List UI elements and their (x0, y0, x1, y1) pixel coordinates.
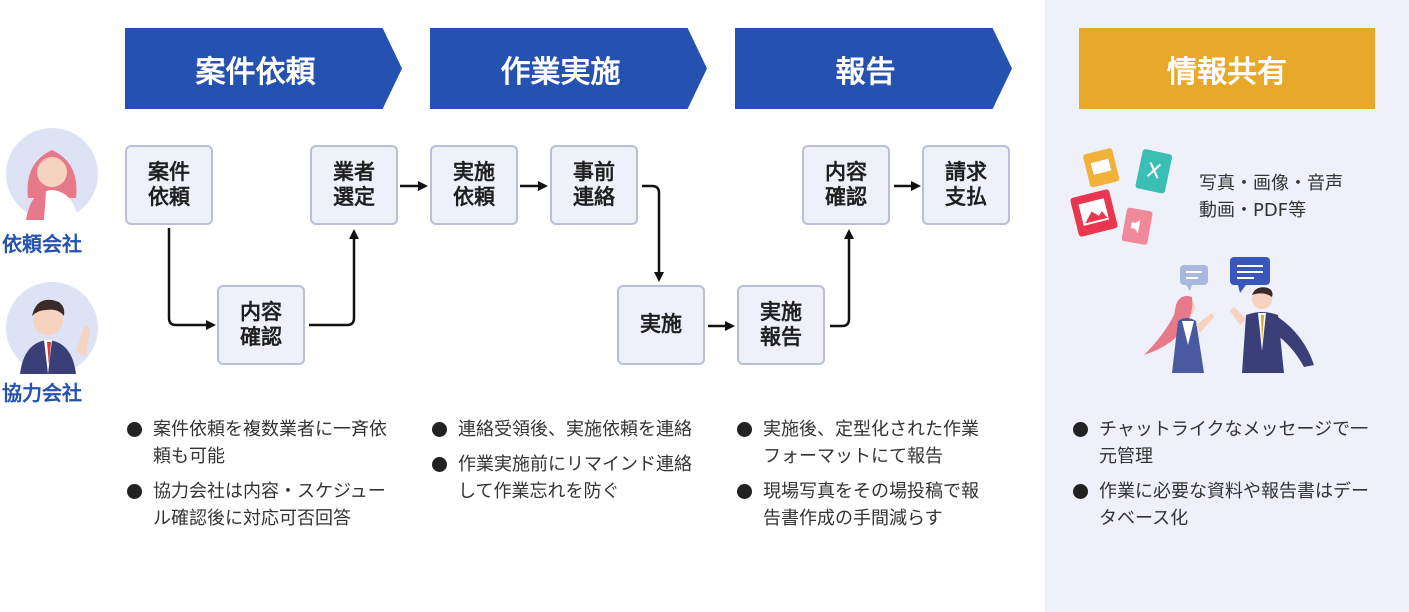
note-item: 連絡受領後、実施依頼を連絡 (432, 416, 694, 443)
box-execute-report: 実施 報告 (737, 285, 825, 365)
media-types-text: 写真・画像・音声 動画・PDF等 (1199, 173, 1343, 221)
box-vendor-select: 業者 選定 (310, 145, 398, 225)
notes-report: 実施後、定型化された作業フォーマットにて報告 現場写真をその場投稿で報告書作成の… (737, 416, 982, 540)
man-avatar-icon (6, 282, 98, 374)
note-item: 現場写真をその場投稿で報告書作成の手間減らす (737, 478, 982, 532)
notes-request: 案件依頼を複数業者に一斉依頼も可能 協力会社は内容・スケジュール確認後に対応可否… (127, 416, 389, 540)
box-case-request: 案件 依頼 (125, 145, 213, 225)
note-item: 協力会社は内容・スケジュール確認後に対応可否回答 (127, 478, 389, 532)
box-execute: 実施 (617, 285, 705, 365)
role-partner-label: 協力会社 (2, 381, 82, 405)
arrow-request-to-confirm (167, 228, 216, 330)
stage-request-label: 案件依頼 (195, 54, 316, 90)
box-advance-contact: 事前 連絡 (550, 145, 638, 225)
stage-report: 報告 (735, 28, 1012, 109)
stage-execution-label: 作業実施 (500, 54, 621, 90)
stage-execution: 作業実施 (430, 28, 707, 109)
note-item: 実施後、定型化された作業フォーマットにて報告 (737, 416, 982, 470)
stage-report-label: 報告 (835, 54, 896, 90)
stage-info-share: 情報共有 (1079, 28, 1375, 109)
arrow-report-to-confirm (830, 229, 854, 328)
stage-info-share-label: 情報共有 (1167, 54, 1287, 90)
arrow-confirm-to-select (309, 229, 359, 327)
woman-avatar-icon (6, 128, 98, 220)
notes-execution: 連絡受領後、実施依頼を連絡 作業実施前にリマインド連絡して作業忘れを防ぐ (432, 416, 694, 513)
note-item: 作業実施前にリマインド連絡して作業忘れを防ぐ (432, 451, 694, 505)
role-client-label: 依頼会社 (2, 232, 82, 256)
box-billing: 請求 支払 (922, 145, 1010, 225)
media-files-icon (1070, 148, 1172, 245)
note-item: 案件依頼を複数業者に一斉依頼も可能 (127, 416, 389, 470)
arrow-contact-to-execute (642, 184, 664, 282)
box-content-confirm-partner: 内容 確認 (217, 285, 305, 365)
notes-info-share: チャットライクなメッセージで一元管理 作業に必要な資料や報告書はデータベース化 (1073, 416, 1373, 540)
stage-request: 案件依頼 (125, 28, 402, 109)
chat-people-icon (1144, 257, 1314, 373)
box-execute-request: 実施 依頼 (430, 145, 518, 225)
note-item: 作業に必要な資料や報告書はデータベース化 (1073, 478, 1373, 532)
note-item: チャットライクなメッセージで一元管理 (1073, 416, 1373, 470)
box-content-confirm-client: 内容 確認 (802, 145, 890, 225)
